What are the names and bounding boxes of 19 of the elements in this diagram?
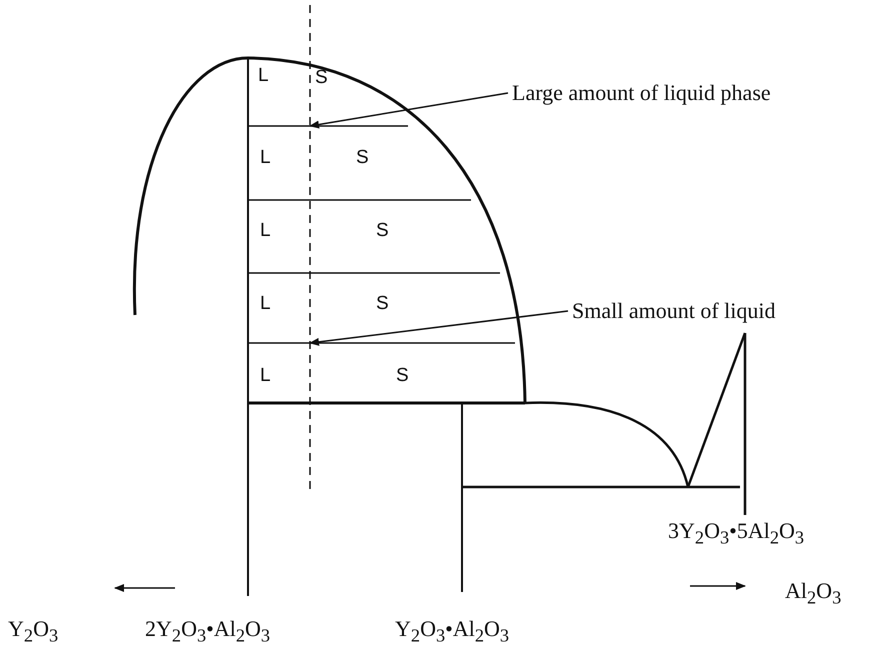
phase-label: L <box>260 148 271 167</box>
phase-label: S <box>315 68 328 87</box>
compound-label: Y$_{2}$O$_{3}$ <box>8 618 58 645</box>
phase-label: S <box>396 366 409 385</box>
leader-arrow <box>309 310 568 346</box>
phase-label: L <box>258 66 269 85</box>
phase-label: S <box>356 148 369 167</box>
phase-label: L <box>260 294 271 313</box>
phase-label: L <box>260 366 271 385</box>
compound-label: Y$_{2}$O$_{3}$•Al$_{2}$O$_{3}$ <box>395 618 510 645</box>
compound-label: 2Y$_{2}$O$_{3}$•Al$_{2}$O$_{3}$ <box>145 618 270 645</box>
phase-label: S <box>376 294 389 313</box>
leader-arrow <box>309 92 508 128</box>
annotation-text: Large amount of liquid phase <box>512 82 771 104</box>
compound-label: 3Y$_{2}$O$_{3}$•5Al$_{2}$O$_{3}$ <box>668 520 804 547</box>
compound-label: Al$_{2}$O$_{3}$ <box>785 580 842 607</box>
phase-label: S <box>376 221 389 240</box>
phase-label: L <box>260 221 271 240</box>
annotation-text: Small amount of liquid <box>572 300 776 322</box>
